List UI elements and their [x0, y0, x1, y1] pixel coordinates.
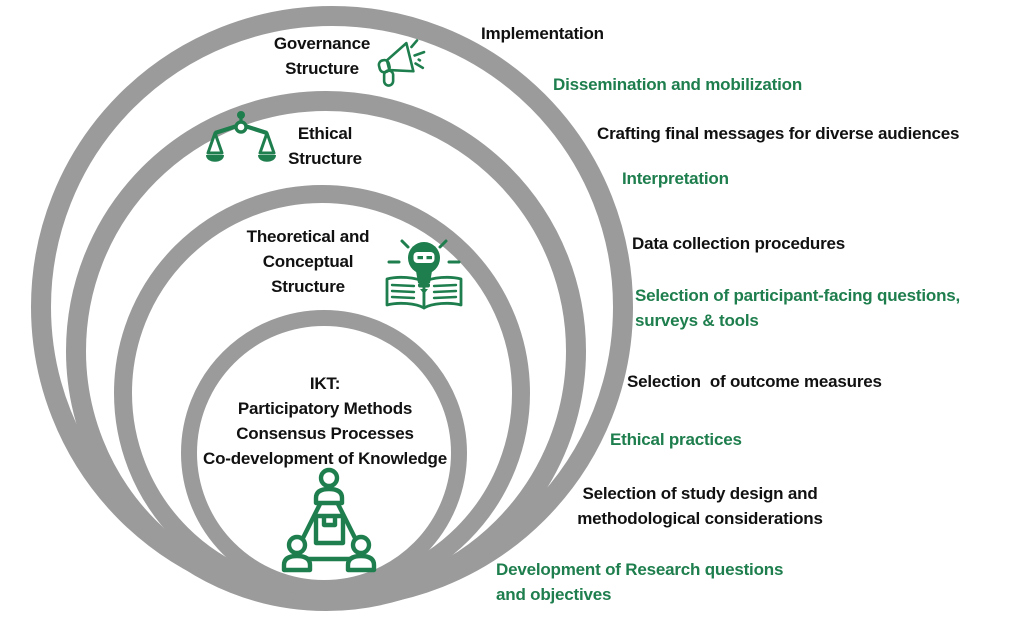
- annotation-implementation: Implementation: [481, 24, 604, 43]
- annotation-study-design: Selection of study design and methodolog…: [577, 484, 823, 528]
- ikt-ring: [181, 310, 467, 596]
- annotation-interpretation: Interpretation: [622, 169, 729, 188]
- lightbulb-book-icon: [385, 239, 463, 310]
- megaphone-icon: [377, 39, 426, 87]
- annotation-crafting-messages: Crafting final messages for diverse audi…: [597, 124, 960, 143]
- theoretical-structure-label: Theoretical and Conceptual Structure: [246, 227, 370, 296]
- annotation-data-collection: Data collection procedures: [632, 234, 846, 253]
- ikt-core-label: IKT: Participatory Methods Consensus Pro…: [203, 374, 447, 468]
- balance-scales-icon: [206, 111, 276, 162]
- annotation-research-questions: Development of Research questions and ob…: [496, 560, 784, 604]
- annotation-ethical-practices: Ethical practices: [610, 430, 742, 449]
- governance-structure-label: Governance Structure: [273, 34, 371, 78]
- annotation-outcome-measures: Selection of outcome measures: [627, 372, 882, 391]
- people-collaboration-icon: [281, 467, 377, 573]
- ethical-structure-label: Ethical Structure: [288, 124, 362, 168]
- annotation-dissemination: Dissemination and mobilization: [553, 75, 803, 94]
- ethical-ring: [66, 91, 586, 611]
- annotation-participant-questions: Selection of participant-facing question…: [635, 286, 961, 330]
